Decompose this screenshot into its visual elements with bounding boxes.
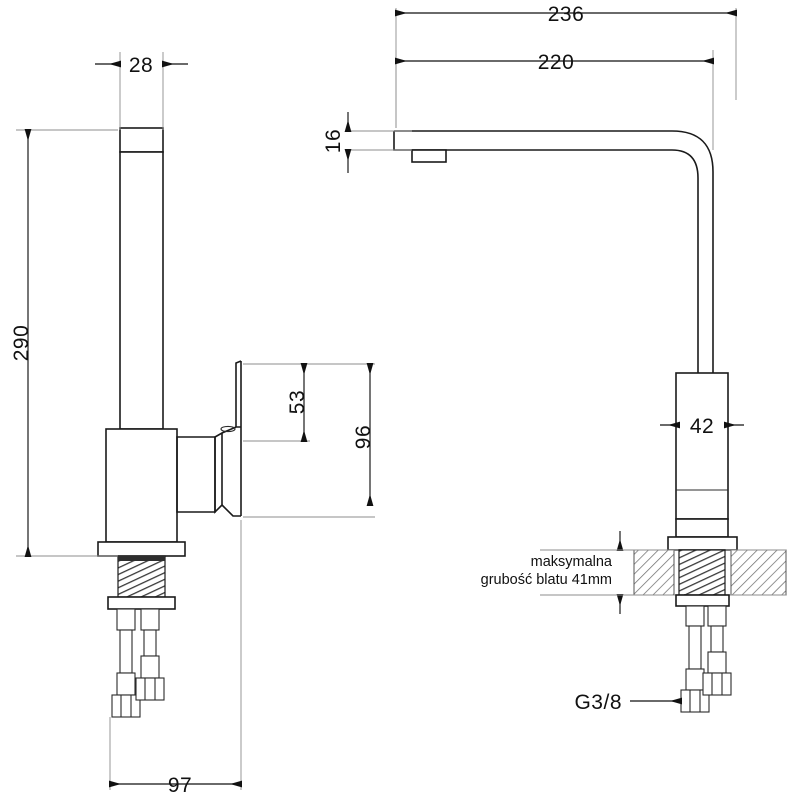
hose-a-ferrule	[116, 672, 136, 696]
lever-pivot-detail	[220, 425, 236, 433]
front-hose-a-collar	[685, 605, 705, 627]
dim-label-290: 290	[10, 325, 33, 362]
dimension-base-depth: 97	[109, 520, 242, 797]
front-hose-b-ferrule	[707, 651, 727, 674]
threaded-shank	[117, 555, 166, 598]
front-mounting-nut	[675, 594, 730, 607]
front-hose-b-tube	[710, 625, 724, 653]
dim-label-16: 16	[322, 129, 345, 153]
base-flange	[97, 541, 186, 557]
dim-label-53: 53	[286, 390, 309, 414]
dimension-lever-offset: 53	[243, 363, 375, 442]
dimension-spout-tip-thickness: 16	[322, 112, 412, 173]
countertop-right	[730, 549, 787, 596]
dim-label-28: 28	[129, 54, 153, 77]
hose-a-tube	[119, 629, 133, 674]
dim-label-220: 220	[538, 51, 575, 74]
dim-label-236: 236	[548, 3, 585, 26]
front-hose-a-tube	[688, 625, 702, 670]
hose-a-collar	[116, 608, 136, 631]
lever-front-face	[235, 360, 242, 427]
front-hose-a-ferrule	[685, 668, 705, 691]
dimension-lever-height: 96	[243, 363, 375, 518]
front-threaded-shank	[678, 549, 726, 596]
countertop-note-line-1: maksymalna	[531, 554, 613, 570]
dimension-body-width: 42	[660, 415, 744, 438]
body-base-taper	[675, 518, 729, 538]
thread-label-g38: G3/8	[574, 691, 622, 714]
dim-label-42: 42	[690, 415, 714, 438]
countertop-left	[633, 549, 675, 596]
left-side-view	[97, 127, 242, 718]
dimension-total-height: 290	[10, 129, 118, 557]
hose-b-tube	[143, 629, 157, 657]
dimension-handle-width: 28	[95, 52, 188, 130]
faucet-body	[675, 372, 729, 520]
dimension-spout-reach-inner: 220	[395, 50, 714, 150]
annotation-thread-size: G3/8	[574, 691, 682, 714]
mounting-nut-plate	[107, 596, 176, 610]
annotation-countertop-thickness: maksymalna grubość blatu 41mm	[481, 531, 634, 614]
front-hose-b-collar	[707, 605, 727, 627]
hose-a-nut	[111, 694, 141, 718]
lever-bottom-edge	[221, 504, 241, 517]
hose-b-collar	[140, 608, 160, 631]
handle-column	[119, 151, 164, 430]
front-base-flange	[667, 536, 738, 551]
handle-cap	[119, 127, 164, 153]
aerator	[411, 149, 447, 163]
right-front-view	[393, 130, 787, 713]
spout-tube-outer	[671, 130, 714, 373]
hose-b-ferrule	[140, 655, 160, 679]
dim-label-97: 97	[168, 774, 192, 797]
body-block	[105, 428, 178, 543]
countertop-note-line-2: grubość blatu 41mm	[481, 572, 612, 588]
dim-label-96: 96	[352, 425, 375, 449]
hose-b-nut	[135, 677, 165, 701]
shank-top-shadow	[118, 556, 165, 561]
dimension-spout-reach-outer: 236	[395, 3, 737, 128]
front-hose-b-nut	[702, 672, 732, 696]
spout-tube-inner	[671, 149, 699, 373]
